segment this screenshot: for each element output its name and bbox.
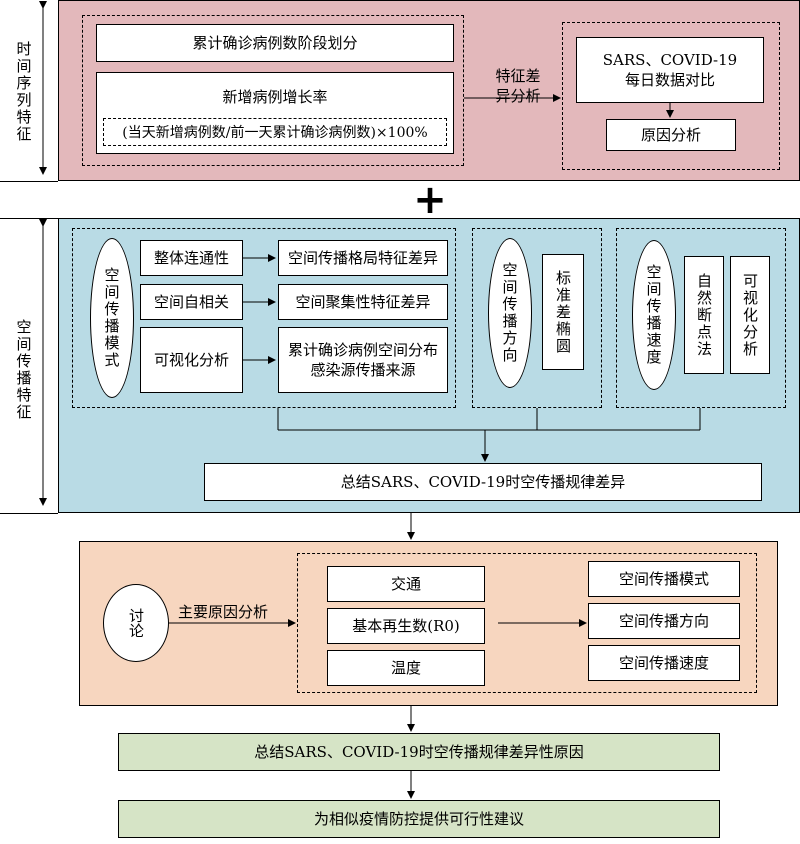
growth-rate-title: 新增病例增长率 <box>222 88 328 106</box>
time-side-divider <box>0 181 58 182</box>
compare-box: SARS、COVID-19 每日数据对比 <box>576 37 764 103</box>
visualization-result-box: 累计确诊病例空间分布 感染源传播来源 <box>278 327 448 393</box>
stage-division-box: 累计确诊病例数阶段划分 <box>96 24 454 62</box>
discussion-text: 讨论 <box>127 608 145 638</box>
time-series-side-label: 时间序列特征 <box>14 41 33 143</box>
feature-diff-line1: 特征差 <box>495 67 541 85</box>
time-compare-group <box>562 22 780 170</box>
connectivity-box: 整体连通性 <box>140 240 243 276</box>
feature-diff-line2: 异分析 <box>495 87 541 105</box>
factor-temperature-box: 温度 <box>327 650 485 686</box>
plus-sign: + <box>413 177 447 223</box>
spatial-spread-side-label: 空间传播特征 <box>14 319 33 421</box>
natural-breaks-box: 自然断点法 <box>684 256 724 374</box>
conclusion-cause-box: 总结SARS、COVID-19时空传播规律差异性原因 <box>118 733 720 771</box>
factor-traffic-box: 交通 <box>327 566 485 602</box>
autocorrelation-result-box: 空间聚集性特征差异 <box>278 284 448 320</box>
outcome-speed-box: 空间传播速度 <box>588 645 740 681</box>
space-side-divider-top <box>0 218 58 219</box>
speed-ellipse: 空间传播速度 <box>632 240 676 390</box>
compare-line1: SARS、COVID-19 <box>602 51 738 69</box>
time-methods-group <box>82 15 464 166</box>
visualization-box: 可视化分析 <box>140 327 243 393</box>
spatial-summary-box: 总结SARS、COVID-19时空传播规律差异 <box>204 463 762 501</box>
cause-analysis-box: 原因分析 <box>606 119 736 151</box>
discussion-ellipse: 讨论 <box>103 584 169 662</box>
conclusion-advice-box: 为相似疫情防控提供可行性建议 <box>118 800 720 838</box>
direction-ellipse: 空间传播方向 <box>488 238 532 388</box>
space-side-divider-bottom <box>0 513 58 514</box>
visualization-result-line1: 累计确诊病例空间分布 <box>287 341 438 359</box>
growth-rate-box: 新增病例增长率 <box>96 72 454 154</box>
factor-r0-box: 基本再生数(R0) <box>327 608 485 644</box>
visual-analysis-box: 可视化分析 <box>730 256 770 374</box>
autocorrelation-box: 空间自相关 <box>140 284 243 320</box>
outcome-pattern-box: 空间传播模式 <box>588 561 740 597</box>
pattern-ellipse: 空间传播模式 <box>90 238 134 398</box>
direction-group <box>472 228 602 408</box>
growth-formula: (当天新增病例数/前一天累计确诊病例数)×100% <box>122 125 428 141</box>
outcome-direction-box: 空间传播方向 <box>588 603 740 639</box>
growth-formula-box: (当天新增病例数/前一天累计确诊病例数)×100% <box>103 118 447 146</box>
feature-diff-label: 特征差 异分析 <box>478 66 558 106</box>
speed-group <box>616 228 786 408</box>
std-ellipse-box: 标准差椭圆 <box>542 254 584 370</box>
compare-line2: 每日数据对比 <box>624 71 715 89</box>
connectivity-result-box: 空间传播格局特征差异 <box>278 240 448 276</box>
main-cause-label: 主要原因分析 <box>178 603 269 621</box>
pattern-group <box>72 228 456 408</box>
visualization-result-line2: 感染源传播来源 <box>310 361 416 379</box>
factors-group <box>297 553 757 693</box>
